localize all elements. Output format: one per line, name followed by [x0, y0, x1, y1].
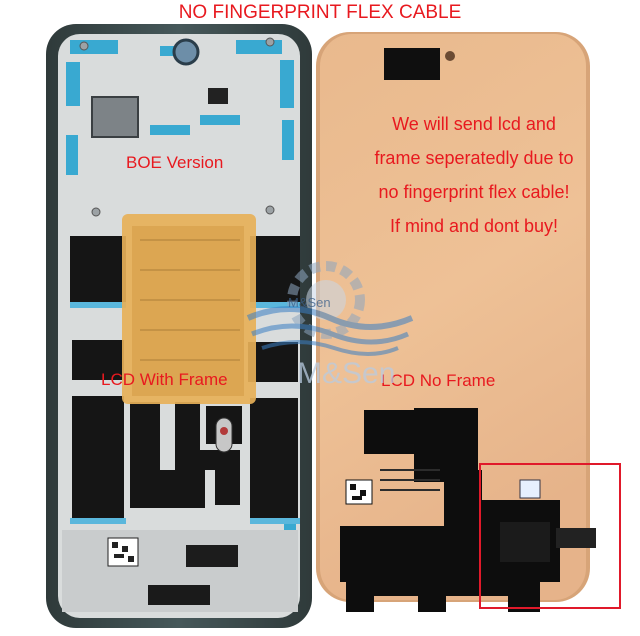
shipping-notice: We will send lcd and frame seperatedly d… — [326, 107, 622, 243]
with-frame-label: LCD With Frame — [101, 370, 228, 389]
highlight-box — [479, 463, 621, 609]
lcd-no-frame — [316, 32, 621, 612]
notice-line: frame seperatedly due to — [374, 148, 574, 168]
lcd-with-frame — [46, 24, 312, 628]
page-title: NO FINGERPRINT FLEX CABLE — [178, 2, 462, 23]
watermark-brand-small: M&Sen — [288, 295, 331, 310]
watermark-brand: M&Sen — [297, 357, 396, 390]
notice-line: If mind and dont buy! — [389, 216, 559, 236]
notice-line: We will send lcd and — [392, 114, 556, 134]
no-frame-label: LCD No Frame — [381, 371, 496, 390]
version-label: BOE Version — [126, 153, 224, 172]
watermark-logo-icon — [246, 261, 414, 356]
notice-line: no fingerprint flex cable! — [378, 182, 570, 202]
